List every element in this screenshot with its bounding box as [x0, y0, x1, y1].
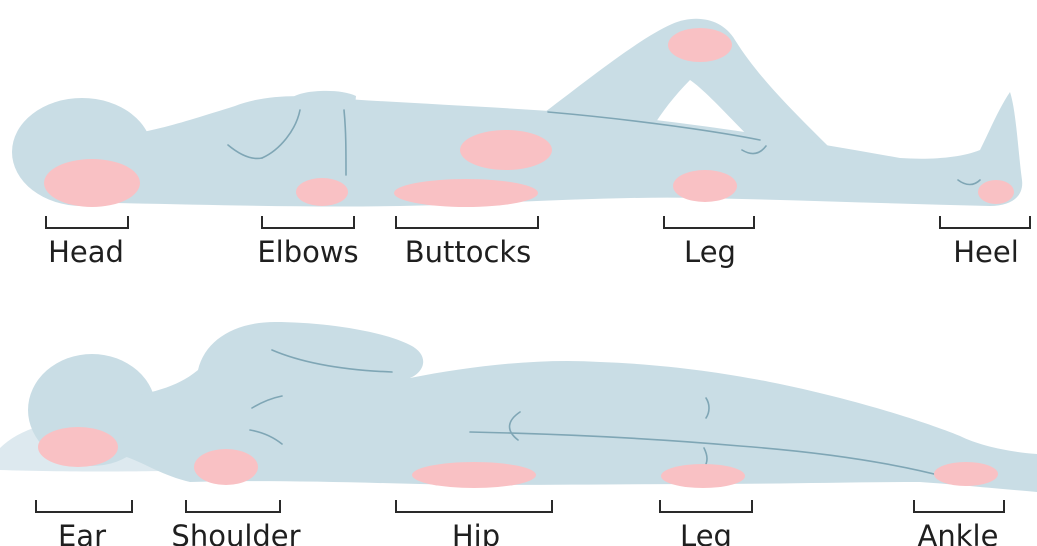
lateral-brackets [36, 500, 1004, 512]
supine-figure [12, 19, 1022, 207]
supine-spot-buttocks [394, 179, 538, 207]
label-shoulder: Shoulder [171, 519, 300, 546]
supine-brackets [46, 216, 1030, 228]
lateral-spot-ear [38, 427, 118, 467]
supine-labels: Head Elbows Buttocks Leg Heel [48, 235, 1019, 269]
supine-spot-head [44, 159, 140, 207]
bracket-heel [940, 216, 1030, 228]
bracket-ear [36, 500, 132, 512]
supine-spot-leg [673, 170, 737, 202]
bracket-ankle [914, 500, 1004, 512]
lateral-labels: Ear Shoulder Hip Leg Ankle [58, 519, 998, 546]
label-elbows: Elbows [257, 235, 358, 269]
label-heel: Heel [953, 235, 1019, 269]
label-ear: Ear [58, 519, 106, 546]
supine-spot-buttocks-upper [460, 130, 552, 170]
label-buttocks: Buttocks [405, 235, 532, 269]
bracket-head [46, 216, 128, 228]
lateral-spot-ankle [934, 462, 998, 486]
lateral-figure [0, 322, 1037, 492]
lateral-spot-shoulder [194, 449, 258, 485]
supine-spot-knee [668, 28, 732, 62]
bracket-elbows [262, 216, 354, 228]
supine-spot-heel [978, 180, 1014, 204]
label-leg-supine: Leg [684, 235, 736, 269]
label-leg-lateral: Leg [680, 519, 732, 546]
label-ankle: Ankle [918, 519, 999, 546]
lateral-spot-leg [661, 464, 745, 488]
label-head: Head [48, 235, 124, 269]
bracket-leg [664, 216, 754, 228]
label-hip: Hip [452, 519, 500, 546]
bracket-shoulder [186, 500, 280, 512]
supine-spot-elbows [296, 178, 348, 206]
bracket-buttocks [396, 216, 538, 228]
bracket-hip [396, 500, 552, 512]
bracket-leg-lateral [660, 500, 752, 512]
lateral-spot-hip [412, 462, 536, 488]
